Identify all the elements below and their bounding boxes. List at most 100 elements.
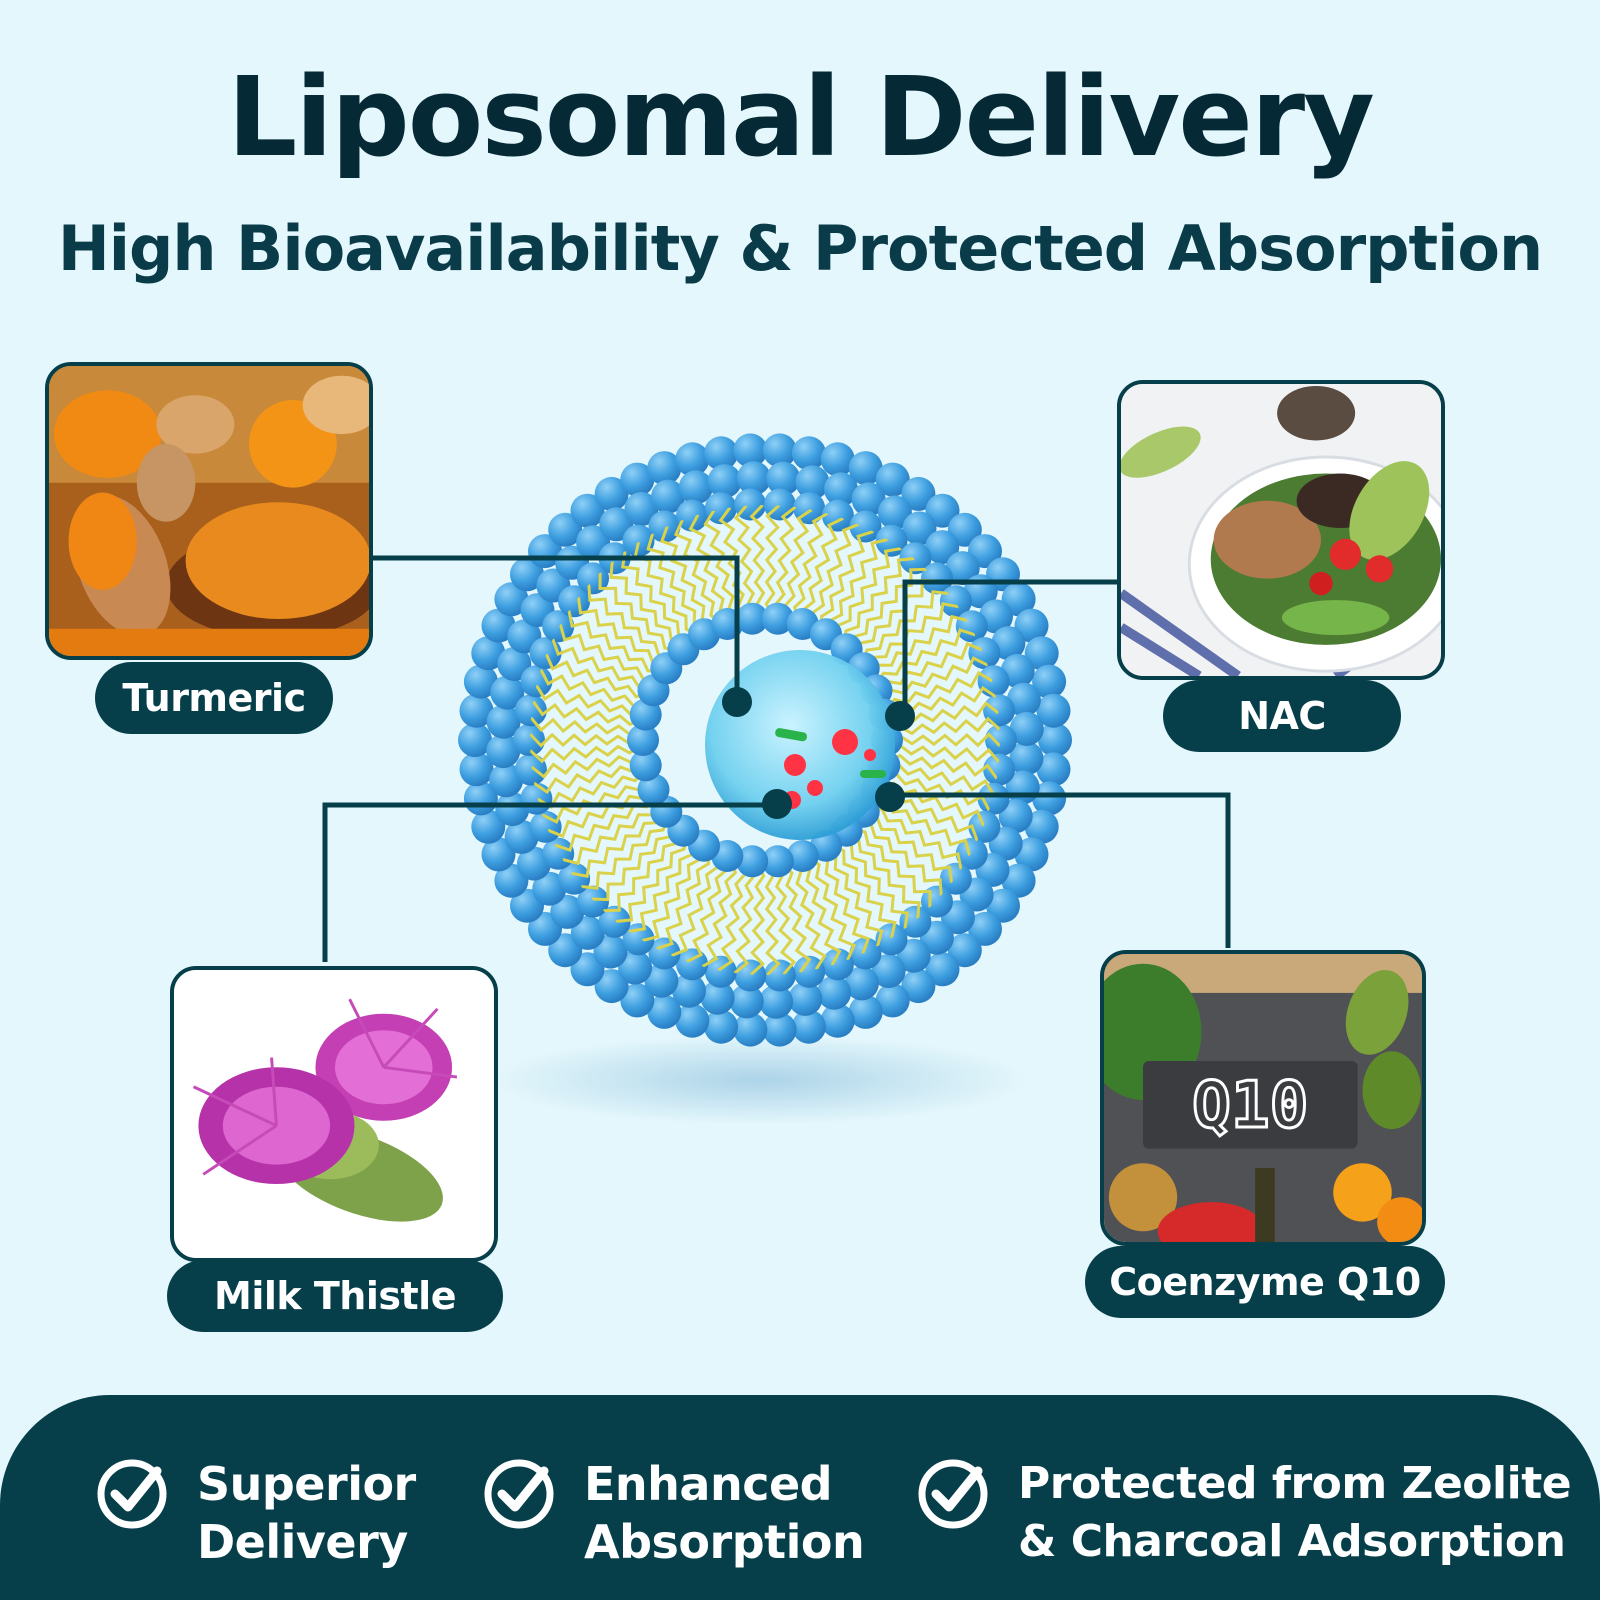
- lipid-tail: [811, 523, 860, 626]
- check-circle-icon: [918, 1459, 988, 1529]
- milk-thistle-image-card: [170, 966, 498, 1262]
- lipid-head: [875, 923, 908, 956]
- lipid-head: [759, 984, 794, 1019]
- lipid-head: [788, 981, 823, 1016]
- lipid-head: [700, 980, 735, 1015]
- lipid-head: [629, 698, 662, 731]
- lipid-head: [848, 994, 883, 1029]
- lipid-head: [704, 1009, 739, 1044]
- lipid-head: [570, 493, 605, 528]
- lipid-head: [901, 969, 936, 1004]
- lipid-head: [986, 888, 1020, 923]
- lipid-tail: [535, 684, 644, 717]
- lipid-tail: [764, 505, 781, 616]
- turmeric-image-card: [45, 362, 373, 660]
- lipid-tail: [882, 656, 989, 702]
- liposome-shadow: [490, 1035, 1030, 1125]
- lipid-tail: [642, 846, 702, 942]
- feature-text: Superior Delivery: [197, 1455, 416, 1571]
- lipid-tail: [887, 753, 999, 780]
- connector-dot-milk-thistle: [762, 789, 792, 819]
- lipid-head: [998, 799, 1033, 833]
- feature-line-2: Delivery: [197, 1515, 408, 1569]
- feature-text: Enhanced Absorption: [584, 1455, 865, 1571]
- lipid-tail: [864, 814, 954, 883]
- nac-label: NAC: [1163, 680, 1401, 752]
- lipid-head: [921, 562, 953, 595]
- lipid-tail: [774, 505, 797, 617]
- lipid-head: [550, 894, 585, 929]
- lipid-head: [871, 954, 906, 988]
- lipid-head: [1032, 664, 1067, 699]
- coenzyme-q10-image-card: Q10: [1100, 950, 1426, 1246]
- lipid-tail: [838, 839, 910, 929]
- lipid-tail: [551, 638, 653, 690]
- check-circle-icon: [97, 1459, 167, 1529]
- feature-enhanced-absorption: Enhanced Absorption: [482, 1455, 865, 1571]
- lipid-head: [594, 969, 629, 1004]
- lipid-head: [618, 950, 653, 985]
- lipid-head: [1032, 781, 1067, 816]
- lipid-tail: [764, 864, 781, 975]
- lipid-tail: [529, 732, 641, 748]
- lipid-head: [704, 436, 739, 471]
- lipid-head: [620, 983, 655, 1018]
- lipid-tail: [529, 744, 641, 764]
- lipid-head: [901, 476, 936, 511]
- turmeric-label: Turmeric: [95, 662, 333, 734]
- liposome-core: [705, 650, 895, 840]
- lipid-head: [648, 937, 681, 970]
- connector-dot-turmeric: [722, 687, 752, 717]
- lipid-head: [471, 636, 506, 671]
- lipid-tail: [886, 763, 995, 796]
- lipid-head: [848, 451, 883, 486]
- lipid-head: [570, 915, 605, 950]
- lipid-head: [570, 952, 605, 987]
- lipid-head: [955, 837, 988, 870]
- lipid-head: [820, 1003, 855, 1038]
- connector-milk-thistle: [322, 802, 775, 962]
- lipid-tail: [603, 830, 681, 913]
- lipid-head: [899, 542, 932, 575]
- feature-line-1: Enhanced: [584, 1457, 833, 1511]
- lipid-head: [1036, 693, 1071, 728]
- connector-turmeric: [370, 555, 740, 700]
- lipid-head: [675, 442, 710, 477]
- lipid-head: [459, 752, 494, 787]
- lipid-tail: [831, 843, 897, 939]
- lipid-tail: [529, 716, 642, 736]
- lipid-head: [786, 840, 819, 872]
- milk-thistle-illustration: [174, 970, 494, 1258]
- lipid-head: [820, 442, 855, 477]
- lipid-tail: [799, 858, 842, 966]
- lipid-tail: [733, 863, 756, 975]
- lipid-tail: [842, 557, 915, 644]
- lipid-tail: [852, 827, 932, 908]
- lipid-head: [675, 1003, 710, 1038]
- lipid-head: [849, 937, 882, 970]
- connector-dot-nac: [885, 701, 915, 731]
- lipid-tail: [889, 716, 1000, 736]
- milk-thistle-label: Milk Thistle: [167, 1260, 503, 1332]
- lipid-head: [629, 749, 662, 782]
- lipid-head: [824, 472, 858, 507]
- lipid-tail: [533, 761, 644, 795]
- lipid-tail: [802, 517, 844, 623]
- lipid-head: [791, 436, 826, 471]
- lipid-tail: [875, 627, 976, 685]
- lipid-tail: [824, 848, 884, 947]
- lipid-head: [622, 524, 655, 557]
- lipid-head: [968, 911, 1002, 946]
- lipid-tail: [539, 668, 647, 708]
- lipid-head: [1009, 741, 1044, 776]
- lipid-head: [471, 809, 506, 844]
- lipid-head: [925, 493, 960, 528]
- lipid-tail: [792, 512, 829, 620]
- lipid-tail: [587, 584, 672, 659]
- lipid-head: [729, 984, 764, 1019]
- lipid-tail: [581, 817, 669, 890]
- lipid-head: [985, 724, 1017, 756]
- lipid-tail: [782, 862, 812, 974]
- lipid-tail: [656, 850, 711, 951]
